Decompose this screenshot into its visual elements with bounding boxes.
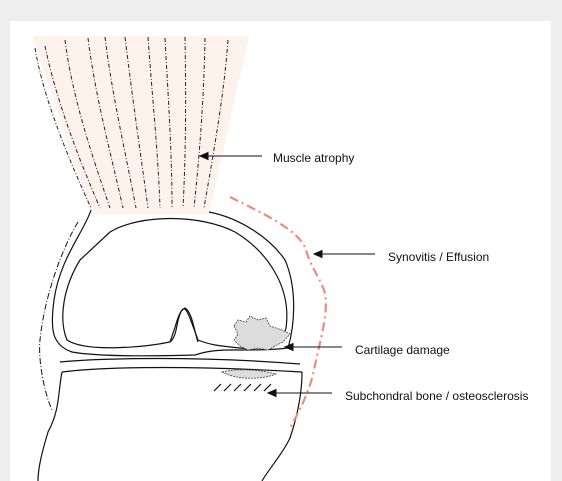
label-synovitis-effusion: Synovitis / Effusion [388, 250, 489, 264]
label-subchondral-bone: Subchondral bone / osteosclerosis [345, 389, 528, 403]
meniscus-lower [62, 368, 302, 373]
label-cartilage-damage: Cartilage damage [355, 343, 450, 357]
meniscus-upper [60, 359, 300, 365]
label-muscle-atrophy: Muscle atrophy [273, 151, 354, 165]
tibia-outline [38, 372, 302, 481]
osteosclerosis-hatching [214, 384, 271, 391]
subchondral-lesion [222, 370, 276, 378]
muscle-region [32, 36, 249, 214]
